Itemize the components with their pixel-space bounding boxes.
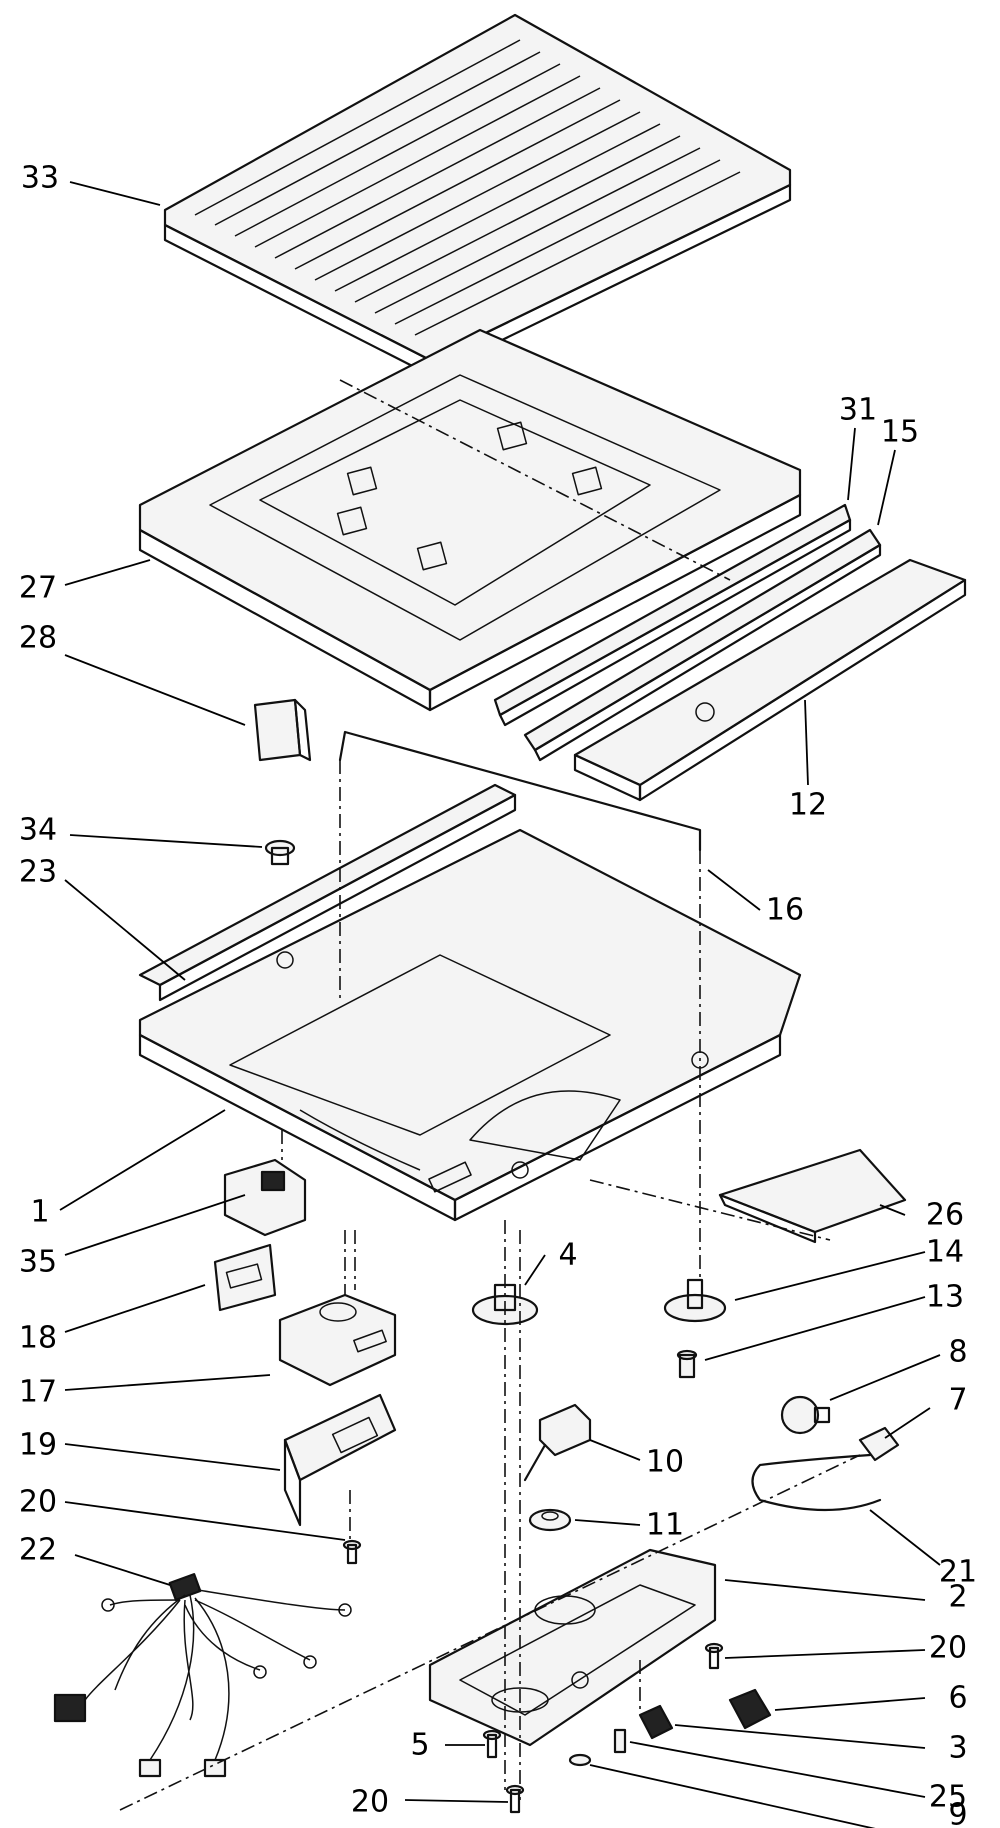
- label-26: 26: [926, 1198, 964, 1233]
- part-17-housing: [278, 1293, 397, 1387]
- label-3: 3: [948, 1731, 967, 1766]
- part-13-bushing: [676, 1349, 698, 1379]
- label-18: 18: [19, 1321, 57, 1356]
- part-20-screw-c: [505, 1784, 525, 1814]
- part-22-wire-harness: [53, 1572, 352, 1778]
- label-31: 31: [839, 393, 877, 428]
- part-14-grommet: [663, 1278, 727, 1323]
- label-2: 2: [948, 1580, 967, 1615]
- label-10: 10: [646, 1445, 684, 1480]
- label-23: 23: [19, 855, 57, 890]
- part-34-plug: [264, 839, 296, 866]
- part-28-block: [253, 698, 312, 762]
- part-25-screw: [613, 1728, 627, 1754]
- part-8-bulb: [780, 1395, 831, 1435]
- alignment-lines: [119, 379, 861, 1811]
- label-11: 11: [646, 1508, 684, 1543]
- part-18-plate: [213, 1243, 277, 1312]
- label-34: 34: [19, 813, 57, 848]
- part-33-cover: [163, 13, 792, 377]
- part-6-connector: [728, 1688, 772, 1730]
- label-19: 19: [19, 1428, 57, 1463]
- label-13: 13: [926, 1280, 964, 1315]
- label-20a: 20: [19, 1485, 57, 1520]
- part-10-switch: [523, 1403, 592, 1482]
- part-27-frame: [138, 328, 802, 712]
- label-33: 33: [21, 161, 59, 196]
- part-35-knob: [223, 1158, 307, 1237]
- part-21-lamp-wire: [751, 1453, 882, 1512]
- callout-labels: 33 31 15 27 28 12 34 23 16 1 26 35 4 14 …: [19, 161, 977, 1828]
- part-31-rail: [493, 503, 852, 727]
- label-22: 22: [19, 1533, 57, 1568]
- part-12-channel: [573, 558, 967, 802]
- label-17: 17: [19, 1375, 57, 1410]
- part-20-screw-a: [342, 1539, 362, 1565]
- label-20c: 20: [351, 1785, 389, 1820]
- part-1-base-pan: [138, 828, 802, 1222]
- part-15-rail: [523, 528, 882, 762]
- part-23-bracket: [138, 783, 517, 1002]
- label-1: 1: [30, 1195, 49, 1230]
- label-16: 16: [766, 893, 804, 928]
- label-27: 27: [19, 571, 57, 606]
- label-5: 5: [410, 1728, 429, 1763]
- label-6: 6: [948, 1681, 967, 1716]
- part-26-pad: [718, 1148, 907, 1244]
- label-28: 28: [19, 621, 57, 656]
- label-15: 15: [881, 415, 919, 450]
- label-25: 25: [929, 1780, 967, 1815]
- part-9-washer: [568, 1753, 592, 1767]
- label-21: 21: [939, 1555, 977, 1590]
- part-20-screw-b: [704, 1642, 724, 1670]
- part-19-bracket: [283, 1393, 397, 1527]
- leader-lines: [59, 181, 941, 1828]
- label-7: 7: [948, 1383, 967, 1418]
- label-8: 8: [948, 1335, 967, 1370]
- label-4: 4: [558, 1238, 577, 1273]
- part-11-knob: [528, 1508, 572, 1532]
- part-3-connector: [638, 1704, 674, 1740]
- label-20b: 20: [929, 1631, 967, 1666]
- part-16-rod: [338, 730, 702, 852]
- part-5-screw: [482, 1729, 502, 1759]
- label-14: 14: [926, 1235, 964, 1270]
- label-12: 12: [789, 788, 827, 823]
- label-9: 9: [948, 1798, 967, 1828]
- label-35: 35: [19, 1245, 57, 1280]
- part-2-lower-housing: [428, 1548, 717, 1747]
